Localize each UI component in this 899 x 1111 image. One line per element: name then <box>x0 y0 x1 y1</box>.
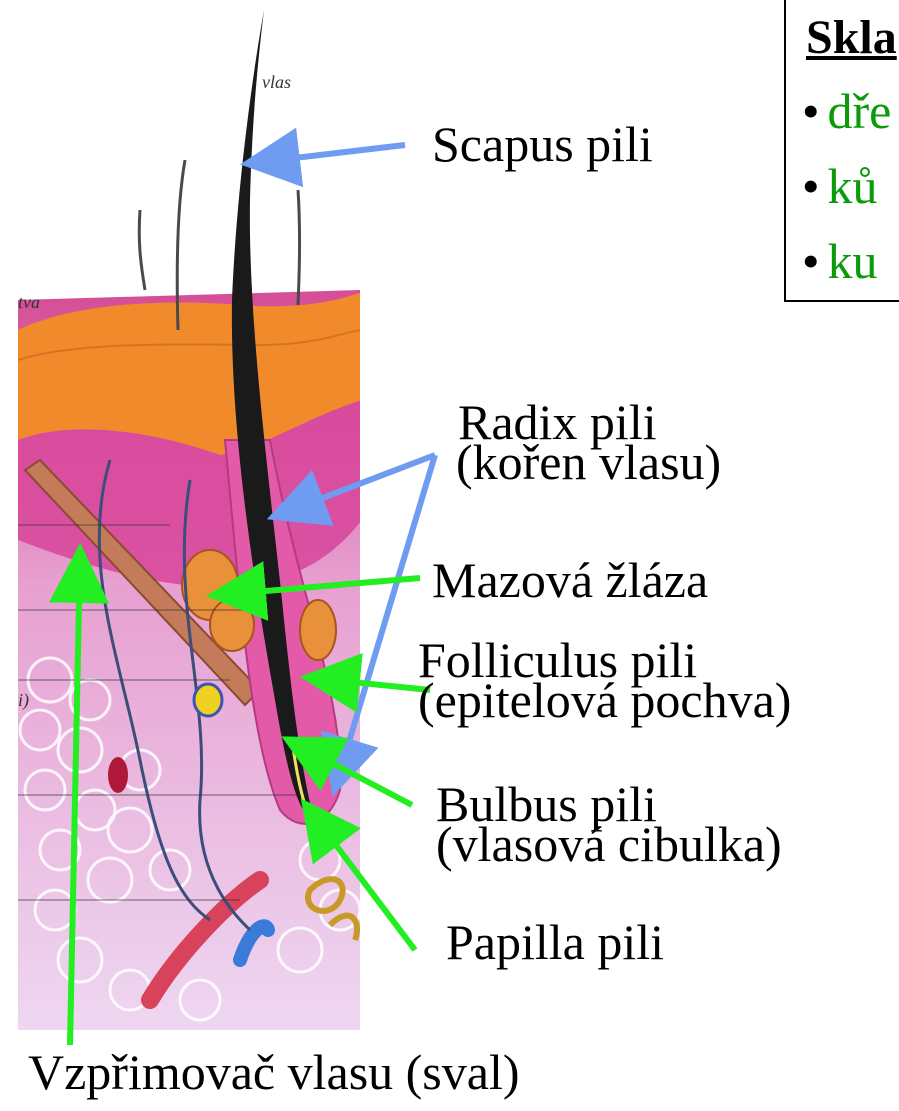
legend-title: Skla <box>806 10 897 65</box>
composition-legend-box: Skla •dře •ků •ku <box>784 0 899 302</box>
legend-item-2: •ků <box>802 157 878 215</box>
label-radix-pili: Radix pili (kořen vlasu) <box>458 402 721 482</box>
label-bulbus-line2: (vlasová cibulka) <box>436 824 782 864</box>
label-vzprimovac-vlasu: Vzpřimovač vlasu (sval) <box>28 1052 520 1092</box>
label-bulbus-pili: Bulbus pili (vlasová cibulka) <box>436 784 782 864</box>
label-scapus-pili: Scapus pili <box>432 124 653 164</box>
figure-label-vlas: vlas <box>262 72 291 93</box>
figure-label-kuzka: tva <box>18 292 40 313</box>
label-mazova-zlaza: Mazová žláza <box>432 560 708 600</box>
figure-label-side: i) <box>18 690 29 711</box>
legend-item-3: •ku <box>802 232 878 290</box>
label-folliculus-line2: (epitelová pochva) <box>418 680 791 720</box>
legend-item-text: dře <box>828 83 892 139</box>
legend-item-1: •dře <box>802 82 891 140</box>
label-radix-line2: (kořen vlasu) <box>456 442 721 482</box>
legend-item-text: ku <box>828 233 878 289</box>
legend-item-text: ků <box>828 158 878 214</box>
label-folliculus-pili: Folliculus pili (epitelová pochva) <box>418 640 791 720</box>
label-papilla-pili: Papilla pili <box>446 922 664 962</box>
